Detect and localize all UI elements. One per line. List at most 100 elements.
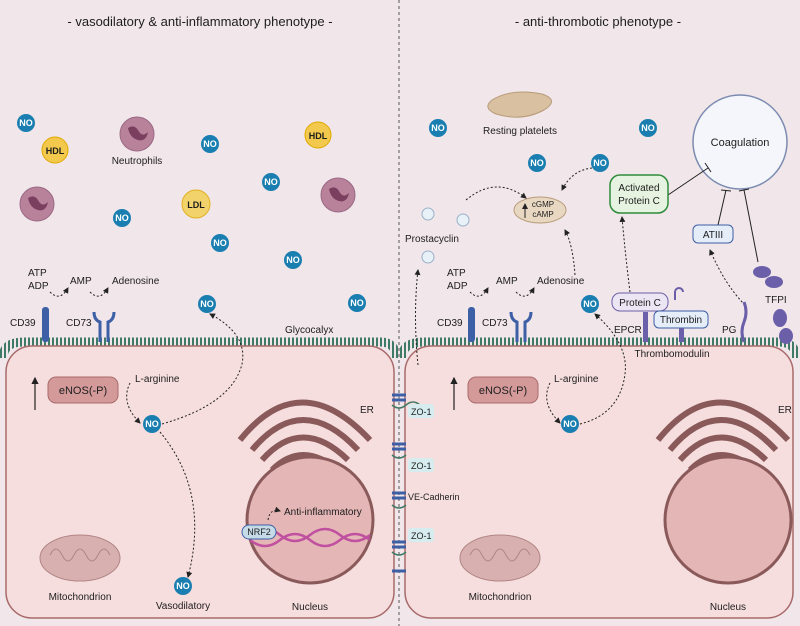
svg-text:NO: NO	[593, 158, 607, 168]
activated-protein-c-line1: Activated	[618, 183, 659, 194]
l-arginine-label-left: L-arginine	[135, 374, 180, 385]
adp-label-right: ADP	[447, 281, 468, 292]
coagulation-label: Coagulation	[711, 137, 770, 149]
cd73-label-right: CD73	[482, 318, 508, 329]
er-label-right: ER	[778, 405, 792, 416]
enos-label-left: eNOS(-P)	[59, 385, 107, 397]
camp-label: cAMP	[532, 210, 553, 219]
anti-inflammatory-label: Anti-inflammatory	[284, 507, 362, 518]
cd39-label-right: CD39	[437, 318, 463, 329]
cd73-receptor-right	[509, 311, 533, 342]
protein-c-label: Protein C	[619, 298, 661, 309]
adenosine-label-right: Adenosine	[537, 276, 585, 287]
l-arginine-label-right: L-arginine	[554, 374, 599, 385]
ldl-particle	[181, 189, 211, 219]
mitochondrion-label-left: Mitochondrion	[49, 592, 112, 603]
glycocalyx-layer-left	[0, 337, 401, 359]
cd39-receptor-right	[468, 307, 475, 342]
nrf2-protein	[241, 524, 277, 540]
svg-text:NO: NO	[583, 299, 597, 309]
svg-text:NO: NO	[145, 419, 159, 429]
cd39-label-left: CD39	[10, 318, 36, 329]
zo1-label-3: ZO-1	[411, 531, 432, 541]
zo1-label-2: ZO-1	[411, 461, 432, 471]
adp-label-left: ADP	[28, 281, 49, 292]
resting-platelets-label: Resting platelets	[483, 126, 557, 137]
vasodilatory-label: Vasodilatory	[156, 601, 210, 612]
mitochondrion-right	[459, 534, 541, 582]
atp-label-right: ATP	[447, 268, 466, 279]
protein-c-box	[611, 292, 669, 312]
tfpi-protein	[753, 266, 793, 344]
amp-label-right: AMP	[496, 276, 518, 287]
nucleus-left	[245, 455, 375, 585]
nrf2-label: NRF2	[247, 527, 271, 537]
no-molecule-vasodilatory	[174, 577, 192, 595]
no-molecules-right: NO NO NO NO NO	[429, 119, 657, 313]
svg-text:NO: NO	[19, 118, 33, 128]
no-molecule-left-cell	[143, 415, 161, 433]
hdl-label-2: HDL	[309, 131, 328, 141]
epcr-receptor	[643, 312, 648, 342]
atp-label-left: ATP	[28, 268, 47, 279]
right-header: - anti-thrombotic phenotype -	[515, 14, 681, 29]
nucleus-right	[663, 455, 793, 585]
svg-text:NO: NO	[176, 581, 190, 591]
coagulation-circle	[692, 94, 788, 190]
svg-text:NO: NO	[200, 299, 214, 309]
ldl-label: LDL	[187, 200, 205, 210]
atiii-box	[692, 224, 734, 244]
junction-proteins	[391, 393, 421, 573]
no-molecules-left: NO NO NO NO NO NO NO NO	[17, 114, 366, 313]
cd39-receptor-left	[42, 307, 49, 342]
hdl-label-1: HDL	[46, 146, 65, 156]
cd73-receptor-left	[92, 311, 116, 342]
mitochondrion-label-right: Mitochondrion	[469, 592, 532, 603]
zo1-label-1: ZO-1	[411, 407, 432, 417]
svg-text:NO: NO	[563, 419, 577, 429]
thrombomodulin-receptor	[679, 328, 684, 342]
mitochondrion-left	[39, 534, 121, 582]
ve-cadherin-label: VE-Cadherin	[408, 492, 460, 502]
prostacyclin-label: Prostacyclin	[405, 234, 459, 245]
enos-label-right: eNOS(-P)	[479, 385, 527, 397]
prostacyclin-molecules	[421, 207, 470, 264]
resting-platelet	[487, 91, 552, 118]
svg-text:NO: NO	[264, 177, 278, 187]
svg-text:NO: NO	[431, 123, 445, 133]
nucleus-label-left: Nucleus	[292, 602, 328, 613]
tfpi-label: TFPI	[765, 295, 787, 306]
glycocalyx-label: Glycocalyx	[285, 325, 333, 336]
enos-protein-left	[47, 376, 119, 404]
er-label-left: ER	[360, 405, 374, 416]
nucleus-label-right: Nucleus	[710, 602, 746, 613]
thrombin-label: Thrombin	[660, 315, 702, 326]
proteoglycan	[740, 301, 748, 343]
glycocalyx-layer-right	[397, 337, 800, 359]
activated-protein-c-line2: Protein C	[618, 196, 660, 207]
activated-protein-c-box	[609, 174, 669, 214]
no-molecule-right-cell	[561, 415, 579, 433]
left-header: - vasodilatory & anti-inflammatory pheno…	[67, 14, 332, 29]
neutrophils-label: Neutrophils	[112, 156, 163, 167]
enos-protein-right	[467, 376, 539, 404]
cgmp-label: cGMP	[532, 200, 554, 209]
hdl-particles	[41, 121, 332, 164]
pg-label: PG	[722, 325, 737, 336]
svg-text:NO: NO	[286, 255, 300, 265]
svg-text:NO: NO	[213, 238, 227, 248]
svg-text:NO: NO	[530, 158, 544, 168]
atiii-label: ATIII	[703, 230, 723, 241]
amp-label-left: AMP	[70, 276, 92, 287]
neutrophil-cells	[19, 116, 356, 222]
adenosine-label-left: Adenosine	[112, 276, 160, 287]
svg-text:NO: NO	[203, 139, 217, 149]
svg-text:NO: NO	[115, 213, 129, 223]
svg-text:NO: NO	[350, 298, 364, 308]
svg-text:NO: NO	[641, 123, 655, 133]
epcr-label: EPCR	[614, 325, 642, 336]
thrombomodulin-label: Thrombomodulin	[634, 349, 709, 360]
cd73-label-left: CD73	[66, 318, 92, 329]
